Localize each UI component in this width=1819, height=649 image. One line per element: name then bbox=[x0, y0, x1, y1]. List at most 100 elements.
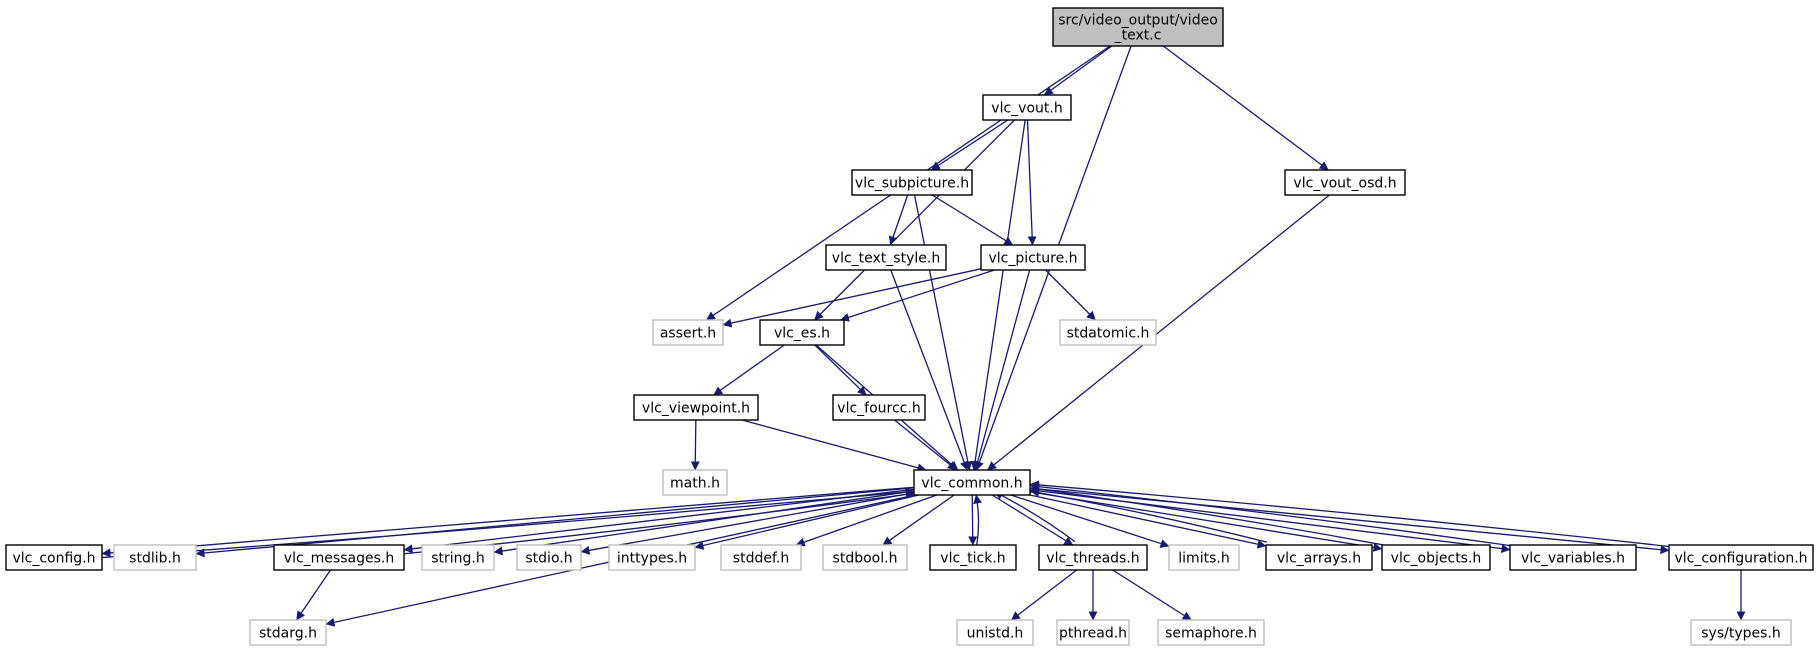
node-box bbox=[608, 544, 696, 571]
edge-common-to-stdbool bbox=[882, 494, 955, 546]
node-label: assert.h bbox=[660, 326, 716, 342]
node-box bbox=[1265, 544, 1373, 571]
node-fourcc[interactable]: vlc_fourcc.h bbox=[832, 394, 926, 421]
node-threads[interactable]: vlc_threads.h bbox=[1038, 544, 1148, 571]
node-unistd: unistd.h bbox=[956, 619, 1034, 646]
node-root[interactable]: src/video_output/video_text.c bbox=[1052, 7, 1224, 47]
node-box bbox=[633, 394, 759, 421]
node-box bbox=[273, 544, 405, 571]
node-stddef: stddef.h bbox=[720, 544, 802, 571]
edge-subpicture-to-text_style bbox=[888, 194, 909, 246]
node-viewpoint[interactable]: vlc_viewpoint.h bbox=[633, 394, 759, 421]
edge-configuration-to-common bbox=[1029, 480, 1670, 548]
node-box bbox=[822, 544, 908, 571]
edge-threads-to-unistd bbox=[1010, 569, 1078, 621]
node-config[interactable]: vlc_config.h bbox=[5, 544, 103, 571]
node-es[interactable]: vlc_es.h bbox=[759, 319, 845, 346]
node-label: pthread.h bbox=[1059, 626, 1127, 642]
edge-threads-to-common bbox=[993, 491, 1076, 543]
edge-text_style-to-common bbox=[890, 269, 969, 471]
node-semaphore: semaphore.h bbox=[1157, 619, 1265, 646]
edge-common-to-variables bbox=[1029, 489, 1511, 554]
node-label: string.h bbox=[431, 551, 485, 567]
node-label: vlc_es.h bbox=[774, 326, 830, 342]
node-label: vlc_objects.h bbox=[1391, 551, 1482, 567]
edge-vout-to-subpicture bbox=[930, 119, 1009, 171]
node-box bbox=[913, 469, 1031, 496]
node-box bbox=[982, 94, 1072, 121]
edge-es-to-viewpoint bbox=[713, 344, 785, 396]
node-vout_osd[interactable]: vlc_vout_osd.h bbox=[1284, 169, 1406, 196]
edge-variables-to-common bbox=[1030, 482, 1511, 547]
node-box bbox=[1509, 544, 1637, 571]
edge-common-to-tick bbox=[968, 494, 978, 546]
edge-root-to-vout_osd bbox=[1162, 45, 1329, 171]
node-stdio: stdio.h bbox=[516, 544, 582, 571]
node-label: vlc_threads.h bbox=[1046, 551, 1139, 567]
edge-arrays-to-common bbox=[1030, 488, 1268, 543]
edge-vout-to-picture bbox=[1026, 119, 1037, 246]
node-systypes: sys/types.h bbox=[1690, 619, 1792, 646]
edge-vout-to-es bbox=[814, 119, 1015, 321]
node-objects[interactable]: vlc_objects.h bbox=[1381, 544, 1491, 571]
node-label: vlc_picture.h bbox=[988, 251, 1077, 267]
node-label: stdio.h bbox=[525, 551, 572, 567]
node-common[interactable]: vlc_common.h bbox=[913, 469, 1031, 496]
edge-picture-to-es bbox=[840, 269, 995, 322]
node-box bbox=[662, 469, 728, 496]
node-messages[interactable]: vlc_messages.h bbox=[273, 544, 405, 571]
edge-common-to-string bbox=[493, 490, 915, 556]
edge-root-to-vout bbox=[1043, 45, 1113, 96]
node-label: vlc_configuration.h bbox=[1674, 551, 1807, 567]
node-text_style[interactable]: vlc_text_style.h bbox=[825, 244, 947, 271]
node-string: string.h bbox=[421, 544, 495, 571]
edge-subpicture-to-picture bbox=[931, 194, 1014, 246]
node-box bbox=[1381, 544, 1491, 571]
node-label: math.h bbox=[670, 476, 720, 492]
node-box bbox=[1668, 544, 1814, 571]
node-variables[interactable]: vlc_variables.h bbox=[1509, 544, 1637, 571]
node-box bbox=[1056, 619, 1130, 646]
edge-subpicture-to-common bbox=[913, 194, 973, 471]
node-label: _text.c bbox=[1114, 28, 1162, 44]
node-label: semaphore.h bbox=[1165, 626, 1257, 642]
node-arrays[interactable]: vlc_arrays.h bbox=[1265, 544, 1373, 571]
node-box bbox=[249, 619, 327, 646]
edge-vout-to-common bbox=[970, 119, 1026, 471]
edge-common-to-limits bbox=[1010, 494, 1170, 548]
node-box bbox=[1038, 544, 1148, 571]
edge-common-to-stddef bbox=[795, 494, 938, 547]
edge-picture-to-common bbox=[973, 269, 1031, 471]
node-label: vlc_messages.h bbox=[284, 551, 394, 567]
node-tick[interactable]: vlc_tick.h bbox=[929, 544, 1017, 571]
edge-common-to-stdio bbox=[580, 492, 915, 555]
node-stdbool: stdbool.h bbox=[822, 544, 908, 571]
edge-fourcc-to-common bbox=[894, 419, 957, 471]
node-label: vlc_text_style.h bbox=[832, 251, 940, 267]
edge-threads-to-semaphore bbox=[1112, 569, 1192, 621]
node-stdlib: stdlib.h bbox=[113, 544, 197, 571]
node-label: inttypes.h bbox=[617, 551, 687, 567]
node-box bbox=[956, 619, 1034, 646]
node-label: stdarg.h bbox=[259, 626, 317, 642]
node-label: vlc_subpicture.h bbox=[855, 176, 969, 192]
edge-objects-to-common bbox=[1030, 484, 1383, 546]
node-label: vlc_viewpoint.h bbox=[642, 401, 750, 417]
node-box bbox=[516, 544, 582, 571]
node-subpicture[interactable]: vlc_subpicture.h bbox=[851, 169, 973, 196]
node-label: vlc_fourcc.h bbox=[837, 401, 920, 417]
node-picture[interactable]: vlc_picture.h bbox=[980, 244, 1086, 271]
node-vout[interactable]: vlc_vout.h bbox=[982, 94, 1072, 121]
node-configuration[interactable]: vlc_configuration.h bbox=[1668, 544, 1814, 571]
node-box bbox=[1052, 7, 1224, 47]
node-box bbox=[1157, 619, 1265, 646]
node-label: unistd.h bbox=[967, 626, 1024, 642]
node-label: vlc_common.h bbox=[921, 476, 1022, 492]
edges-layer bbox=[101, 45, 1746, 627]
node-box bbox=[980, 244, 1086, 271]
node-label: stdatomic.h bbox=[1067, 326, 1150, 342]
edge-config-to-common bbox=[102, 487, 915, 559]
node-label: stdbool.h bbox=[833, 551, 898, 567]
edge-common-to-arrays bbox=[1029, 494, 1267, 549]
node-box bbox=[851, 169, 973, 196]
